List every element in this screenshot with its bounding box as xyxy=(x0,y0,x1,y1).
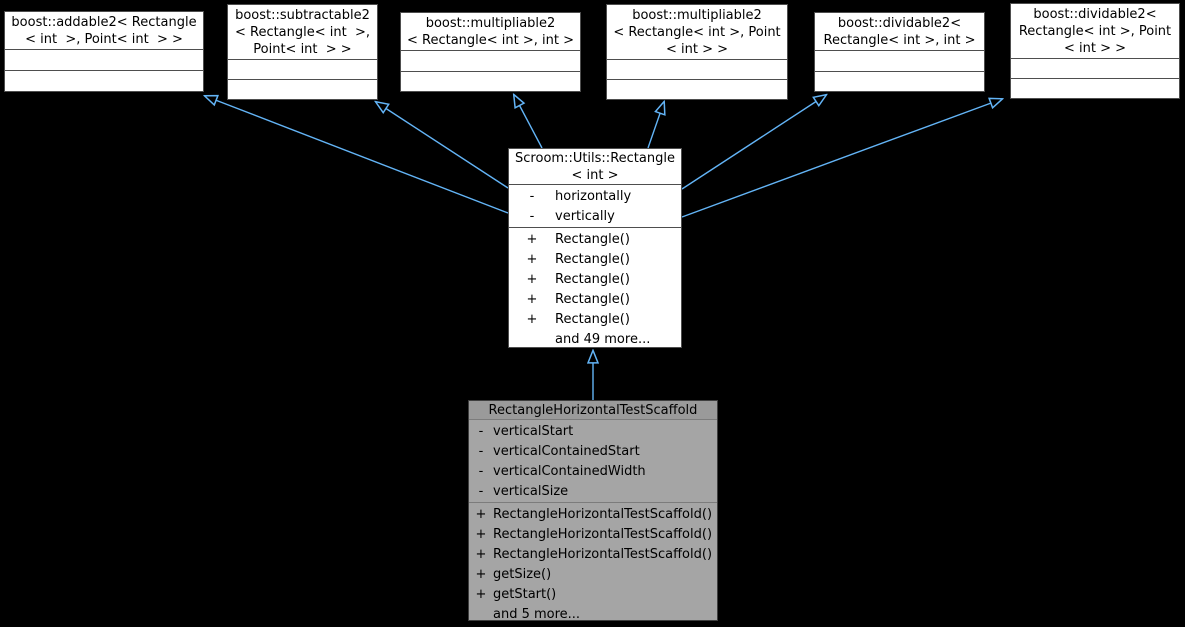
visibility-symbol: + xyxy=(475,506,487,522)
class-box-multipliable2-point[interactable]: boost::multipliable2 < Rectangle< int >,… xyxy=(606,4,788,100)
methods-section: + Rectangle() + Rectangle() + Rectangle(… xyxy=(509,227,681,350)
methods-section xyxy=(228,79,377,99)
more-members-label: and 5 more... xyxy=(493,606,581,622)
visibility-symbol: - xyxy=(478,443,484,459)
member-row: + Rectangle() xyxy=(509,269,681,289)
member-name: RectangleHorizontalTestScaffold() xyxy=(493,526,713,542)
visibility-symbol: + xyxy=(526,291,538,307)
methods-section xyxy=(1011,78,1179,98)
member-row: - horizontally xyxy=(509,186,681,206)
member-name: Rectangle() xyxy=(555,311,630,327)
member-row: + getStart() xyxy=(469,584,717,604)
inheritance-edge-multipliable2-point xyxy=(647,102,664,149)
visibility-symbol: + xyxy=(475,546,487,562)
methods-section xyxy=(5,70,203,91)
inheritance-edge-dividable2-point xyxy=(681,99,1002,218)
member-name: Rectangle() xyxy=(555,231,630,247)
member-row: + Rectangle() xyxy=(509,249,681,269)
member-row: - verticalContainedStart xyxy=(469,441,717,461)
more-members-row: and 49 more... xyxy=(509,329,681,349)
member-name: horizontally xyxy=(555,188,632,204)
attributes-section xyxy=(1011,58,1179,78)
member-name: verticalContainedStart xyxy=(493,443,640,459)
class-title: boost::dividable2< Rectangle< int >, int… xyxy=(823,15,976,48)
visibility-symbol: + xyxy=(475,526,487,542)
class-box-multipliable2-int[interactable]: boost::multipliable2 < Rectangle< int >,… xyxy=(400,12,581,92)
class-title: boost::multipliable2 < Rectangle< int >,… xyxy=(406,15,575,48)
more-members-label: and 49 more... xyxy=(555,331,651,347)
class-title: boost::multipliable2 < Rectangle< int >,… xyxy=(613,7,781,57)
class-box-dividable2-point[interactable]: boost::dividable2< Rectangle< int >, Poi… xyxy=(1010,3,1180,99)
member-name: RectangleHorizontalTestScaffold() xyxy=(493,506,713,522)
member-name: Rectangle() xyxy=(555,251,630,267)
class-title: boost::dividable2< Rectangle< int >, Poi… xyxy=(1018,6,1172,56)
member-row: + Rectangle() xyxy=(509,229,681,249)
member-row: + Rectangle() xyxy=(509,289,681,309)
class-box-subtractable2[interactable]: boost::subtractable2 < Rectangle< int >,… xyxy=(227,4,378,100)
member-row: - verticalSize xyxy=(469,481,717,501)
member-name: Rectangle() xyxy=(555,271,630,287)
class-box-rectangle[interactable]: Scroom::Utils::Rectangle < int > - horiz… xyxy=(508,148,682,348)
visibility-symbol: - xyxy=(529,188,535,204)
visibility-symbol: - xyxy=(478,423,484,439)
class-title: boost::subtractable2 < Rectangle< int >,… xyxy=(234,7,371,57)
visibility-symbol: - xyxy=(478,463,484,479)
member-name: getSize() xyxy=(493,566,552,582)
attributes-section xyxy=(5,49,203,70)
class-box-scaffold[interactable]: RectangleHorizontalTestScaffold - vertic… xyxy=(468,400,718,622)
attributes-section xyxy=(228,59,377,79)
attributes-section: - horizontally - vertically xyxy=(509,184,681,227)
methods-section xyxy=(607,79,787,99)
methods-section xyxy=(401,70,580,92)
visibility-symbol: + xyxy=(526,311,538,327)
member-row: - vertically xyxy=(509,206,681,226)
member-name: verticalStart xyxy=(493,423,574,439)
class-title: Scroom::Utils::Rectangle < int > xyxy=(515,150,675,183)
member-row: + RectangleHorizontalTestScaffold() xyxy=(469,544,717,564)
class-box-addable2[interactable]: boost::addable2< Rectangle < int >, Poin… xyxy=(4,11,204,92)
member-row: - verticalStart xyxy=(469,421,717,441)
member-row: + RectangleHorizontalTestScaffold() xyxy=(469,504,717,524)
member-name: RectangleHorizontalTestScaffold() xyxy=(493,546,713,562)
member-row: + RectangleHorizontalTestScaffold() xyxy=(469,524,717,544)
methods-section xyxy=(815,70,984,92)
visibility-symbol: + xyxy=(475,566,487,582)
visibility-symbol: + xyxy=(526,251,538,267)
attributes-section xyxy=(401,50,580,71)
member-name: getStart() xyxy=(493,586,557,602)
class-title: boost::addable2< Rectangle < int >, Poin… xyxy=(11,14,197,47)
visibility-symbol: - xyxy=(478,483,484,499)
class-box-dividable2-int[interactable]: boost::dividable2< Rectangle< int >, int… xyxy=(814,12,985,92)
visibility-symbol: + xyxy=(526,231,538,247)
member-name: Rectangle() xyxy=(555,291,630,307)
attributes-section: - verticalStart - verticalContainedStart… xyxy=(469,419,717,502)
member-row: + getSize() xyxy=(469,564,717,584)
inheritance-edge-addable2 xyxy=(205,96,509,214)
inheritance-edge-multipliable2-int xyxy=(514,95,543,149)
visibility-symbol: + xyxy=(475,586,487,602)
methods-section: + RectangleHorizontalTestScaffold() + Re… xyxy=(469,502,717,625)
visibility-symbol: - xyxy=(529,208,535,224)
member-name: verticalSize xyxy=(493,483,569,499)
class-title: RectangleHorizontalTestScaffold xyxy=(469,401,717,419)
more-members-row: and 5 more... xyxy=(469,604,717,624)
inheritance-edge-subtractable2 xyxy=(376,102,509,189)
inheritance-edge-dividable2-int xyxy=(681,95,826,190)
member-name: verticalContainedWidth xyxy=(493,463,646,479)
attributes-section xyxy=(607,59,787,79)
member-row: + Rectangle() xyxy=(509,309,681,329)
visibility-symbol: + xyxy=(526,271,538,287)
attributes-section xyxy=(815,50,984,71)
member-row: - verticalContainedWidth xyxy=(469,461,717,481)
member-name: vertically xyxy=(555,208,615,224)
